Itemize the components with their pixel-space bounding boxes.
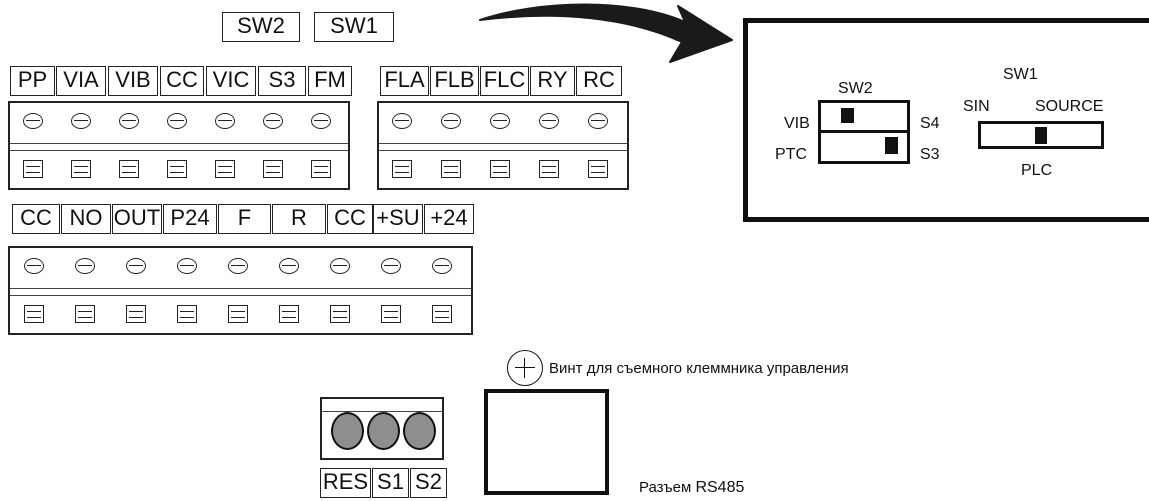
terminal-clamp <box>263 160 283 178</box>
terminal-screw <box>75 258 95 274</box>
sw2-label-ptc: PTC <box>775 146 807 163</box>
terminal-label-vic: VIC <box>206 66 256 96</box>
terminal-screw <box>311 113 331 129</box>
terminal-screw <box>167 113 187 129</box>
terminal-label-no: NO <box>61 204 111 234</box>
sw2-toggle-ptc[interactable] <box>885 137 898 154</box>
arrow-icon <box>479 3 733 63</box>
sw2-title: SW2 <box>838 80 873 97</box>
terminal-clamp <box>588 160 608 178</box>
terminal-clamp <box>177 305 197 323</box>
terminal-label-vib: VIB <box>108 66 158 96</box>
terminal-clamp <box>23 160 43 178</box>
terminal-label-cc: CC <box>160 66 204 96</box>
terminal-screw <box>126 258 146 274</box>
terminal-label-fla: FLA <box>380 66 429 96</box>
terminal-clamp <box>215 160 235 178</box>
terminal-clamp <box>392 160 412 178</box>
rs485-connector <box>484 389 609 495</box>
terminal-screw <box>403 412 436 450</box>
terminal-clamp <box>441 160 461 178</box>
terminal-screw <box>381 258 401 274</box>
sw1-label-sin: SIN <box>963 98 990 115</box>
sw1-toggle[interactable] <box>1035 127 1047 144</box>
switch-detail-panel <box>743 18 1149 222</box>
rs485-label: Разъем RS485 <box>639 479 744 497</box>
rs485-prefix: Разъем <box>639 479 692 496</box>
terminal-screw <box>330 258 350 274</box>
terminal-screw <box>23 113 43 129</box>
terminal-clamp <box>75 305 95 323</box>
terminal-label-pp: PP <box>10 66 55 96</box>
terminal-screw <box>392 113 412 129</box>
terminal-label-plus-su: +SU <box>373 204 423 234</box>
terminal-block-res-s1-s2 <box>320 397 444 460</box>
sw1-switch-body <box>978 121 1104 149</box>
terminal-clamp <box>539 160 559 178</box>
terminal-screw <box>490 113 510 129</box>
terminal-screw <box>177 258 197 274</box>
terminal-block-row1-right <box>377 101 629 190</box>
terminal-clamp <box>228 305 248 323</box>
terminal-screw <box>367 412 400 450</box>
terminal-label-fm: FM <box>308 66 352 96</box>
sw1-label-plc: PLC <box>1021 162 1053 179</box>
terminal-clamp <box>126 305 146 323</box>
terminal-clamp <box>311 160 331 178</box>
terminal-label-via: VIA <box>56 66 106 96</box>
terminal-label-cc: CC <box>12 204 60 234</box>
plus-screw-icon <box>507 350 543 386</box>
terminal-block-row2 <box>8 246 473 335</box>
terminal-label-flc: FLC <box>480 66 529 96</box>
terminal-label-s3: S3 <box>258 66 306 96</box>
terminal-screw <box>279 258 299 274</box>
terminal-screw <box>441 113 461 129</box>
terminal-clamp <box>119 160 139 178</box>
rs485-suffix: RS485 <box>695 479 745 496</box>
terminal-clamp <box>330 305 350 323</box>
top-label-sw2: SW2 <box>222 12 300 42</box>
terminal-screw <box>432 258 452 274</box>
terminal-label-flb: FLB <box>430 66 479 96</box>
terminal-label-ry: RY <box>530 66 575 96</box>
screw-note-text: Винт для съемного клеммника управления <box>549 360 849 377</box>
terminal-label-r: R <box>272 204 326 234</box>
sw2-label-vib: VIB <box>784 115 810 132</box>
terminal-screw <box>24 258 44 274</box>
terminal-label-plus-24: +24 <box>424 204 474 234</box>
terminal-screw <box>228 258 248 274</box>
sw2-label-s4: S4 <box>920 115 940 132</box>
sw2-label-s3: S3 <box>920 146 940 163</box>
sw1-label-source: SOURCE <box>1035 98 1104 115</box>
terminal-clamp <box>24 305 44 323</box>
terminal-label-p24: P24 <box>163 204 217 234</box>
terminal-clamp <box>490 160 510 178</box>
terminal-label-out: OUT <box>112 204 162 234</box>
terminal-screw <box>119 113 139 129</box>
sw1-title: SW1 <box>1003 66 1038 83</box>
terminal-label-s2: S2 <box>410 468 447 498</box>
sw2-switch-body <box>818 100 910 164</box>
terminal-screw <box>588 113 608 129</box>
terminal-screw <box>331 412 364 450</box>
terminal-screw <box>215 113 235 129</box>
terminal-block-row1-left <box>8 101 350 190</box>
sw2-toggle-vib[interactable] <box>841 108 854 123</box>
terminal-clamp <box>167 160 187 178</box>
terminal-clamp <box>432 305 452 323</box>
terminal-clamp <box>279 305 299 323</box>
terminal-screw <box>539 113 559 129</box>
top-label-sw1: SW1 <box>314 12 394 42</box>
terminal-clamp <box>71 160 91 178</box>
terminal-label-f: F <box>218 204 271 234</box>
terminal-clamp <box>381 305 401 323</box>
terminal-label-s1: S1 <box>372 468 409 498</box>
terminal-label-cc: CC <box>327 204 373 234</box>
terminal-screw <box>263 113 283 129</box>
terminal-screw <box>71 113 91 129</box>
terminal-label-res: RES <box>320 468 371 498</box>
terminal-label-rc: RC <box>576 66 622 96</box>
